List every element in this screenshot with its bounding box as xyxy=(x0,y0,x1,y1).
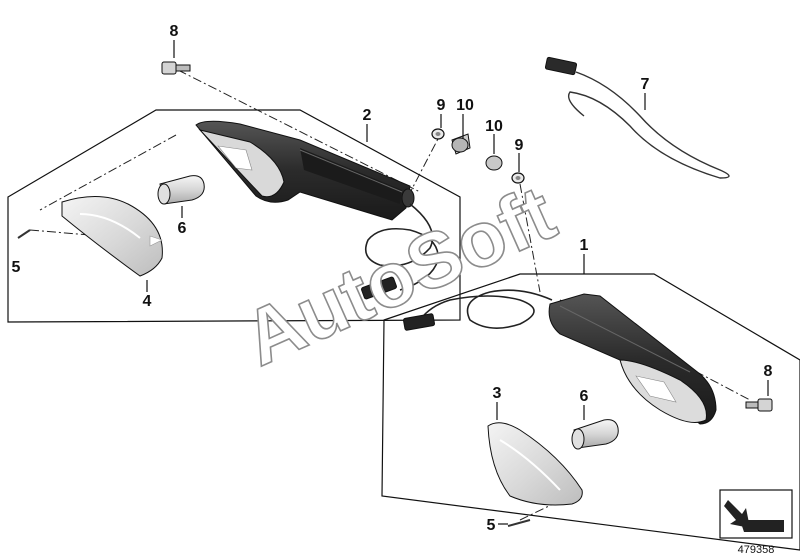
left-lens xyxy=(61,195,163,277)
callout-8-right: 8 xyxy=(764,363,773,380)
callout-6-left: 6 xyxy=(178,220,187,237)
left-wire xyxy=(361,203,439,300)
left-screw xyxy=(17,229,31,239)
assembly-line xyxy=(29,229,151,241)
assembly-line xyxy=(519,183,541,293)
callout-4: 4 xyxy=(143,293,152,310)
right-wire xyxy=(403,289,553,331)
callout-5-left: 5 xyxy=(12,259,21,276)
left-group-outline xyxy=(7,109,461,323)
callout-9-top: 9 xyxy=(437,97,446,114)
navigation-arrow-icon[interactable] xyxy=(719,489,793,539)
left-bulb xyxy=(157,175,205,205)
washer-top xyxy=(431,128,445,140)
callout-8-top: 8 xyxy=(170,23,179,40)
nut-top xyxy=(451,133,471,155)
right-bulb xyxy=(571,419,619,450)
nut-mid xyxy=(485,155,503,171)
assembly-line xyxy=(399,134,441,213)
right-lens xyxy=(487,422,583,506)
callout-3: 3 xyxy=(493,385,502,402)
callout-1: 1 xyxy=(580,237,589,254)
right-group-outline xyxy=(381,273,800,551)
callout-2: 2 xyxy=(363,107,372,124)
right-bolt xyxy=(745,398,773,412)
right-indicator-housing xyxy=(548,293,717,425)
assembly-line xyxy=(39,134,177,211)
callout-6-right: 6 xyxy=(580,388,589,405)
washer-mid xyxy=(511,172,525,184)
callout-10-top: 10 xyxy=(456,97,474,114)
callout-5-right: 5 xyxy=(487,517,496,534)
diagram-id: 479358 xyxy=(738,544,775,556)
right-screw xyxy=(507,519,531,527)
callout-7: 7 xyxy=(641,76,650,93)
assembly-line xyxy=(177,69,421,193)
callout-9-mid: 9 xyxy=(515,137,524,154)
callout-10-mid: 10 xyxy=(485,118,503,135)
cable-assembly xyxy=(544,56,730,179)
left-indicator-housing xyxy=(195,120,415,221)
top-bolt xyxy=(161,61,191,75)
